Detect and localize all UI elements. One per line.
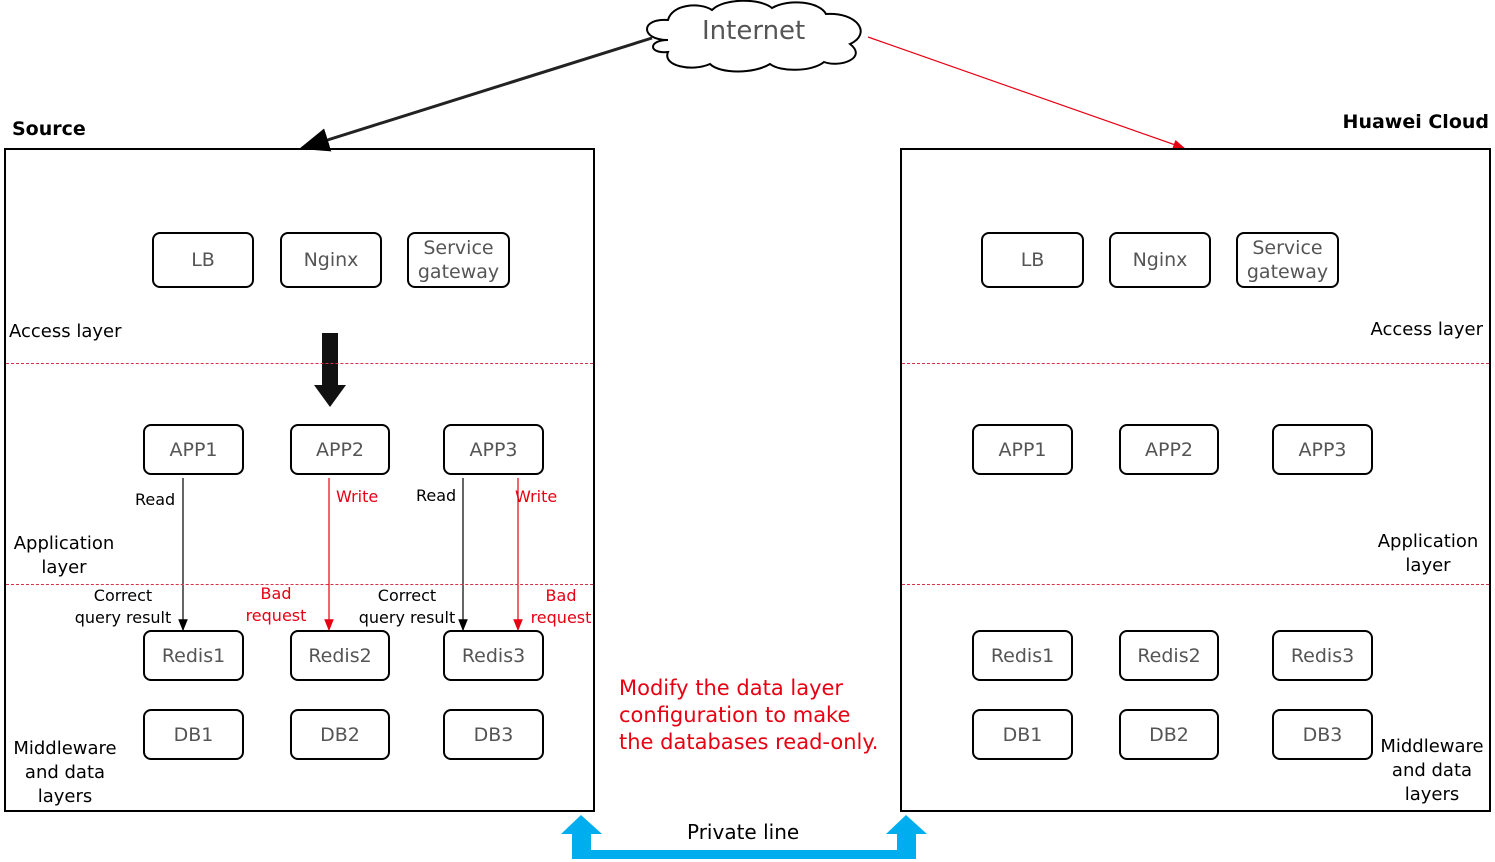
app2-write-label: Write [336,487,379,506]
cloud-service-gateway-node: Service gateway [1236,232,1339,288]
source-nginx-node: Nginx [280,232,382,288]
cloud-redis1-node: Redis1 [972,630,1073,681]
big-down-arrow-icon [314,333,346,407]
private-line-connector [561,815,927,859]
cloud-divider-app [902,584,1489,585]
cloud-db3-node: DB3 [1272,709,1373,760]
cloud-app3-node: APP3 [1272,424,1373,475]
source-redis1-node: Redis1 [143,630,244,681]
source-access-layer-label: Access layer [9,321,122,342]
cloud-db1-node: DB1 [972,709,1073,760]
source-lb-node: LB [152,232,254,288]
internet-to-cloud-arrow [867,36,1186,149]
internet-to-source-arrow [299,36,653,152]
cloud-db2-node: DB2 [1119,709,1219,760]
source-divider-app [6,584,593,585]
cloud-app2-node: APP2 [1119,424,1219,475]
source-data-layer-label: Middleware and data layers [13,738,117,807]
redis1-correct-label: Correct query result [74,586,172,627]
private-line-label: Private line [687,820,800,844]
redis3-bad-label: Bad request [530,586,592,627]
internet-label: Internet [702,16,806,46]
cloud-title: Huawei Cloud [1342,111,1489,133]
app1-read-label: Read [135,490,176,509]
read-only-note: Modify the data layer configuration to m… [619,676,879,754]
source-redis2-node: Redis2 [290,630,390,681]
cloud-data-layer-label: Middleware and data layers [1380,736,1484,805]
cloud-app1-node: APP1 [972,424,1073,475]
source-app2-node: APP2 [290,424,390,475]
internet-cloud-icon [646,0,862,73]
source-db1-node: DB1 [143,709,244,760]
cloud-panel [900,148,1491,812]
redis2-bad-label: Bad request [245,584,307,625]
source-service-gateway-node: Service gateway [407,232,510,288]
cloud-nginx-node: Nginx [1109,232,1211,288]
source-app1-node: APP1 [143,424,244,475]
source-db2-node: DB2 [290,709,390,760]
app3-read-label: Read [416,486,457,505]
source-application-layer-label: Application layer [13,533,115,578]
cloud-redis2-node: Redis2 [1119,630,1219,681]
source-db3-node: DB3 [443,709,544,760]
source-title: Source [12,118,86,140]
cloud-lb-node: LB [981,232,1084,288]
cloud-divider-access [902,363,1489,364]
cloud-access-layer-label: Access layer [1370,319,1484,340]
source-divider-access [6,363,593,364]
cloud-redis3-node: Redis3 [1272,630,1373,681]
cloud-application-layer-label: Application layer [1377,531,1479,576]
source-redis3-node: Redis3 [443,630,544,681]
source-panel [4,148,595,812]
source-app3-node: APP3 [443,424,544,475]
app3-write-label: Write [515,487,558,506]
redis3-correct-label: Correct query result [358,586,456,627]
